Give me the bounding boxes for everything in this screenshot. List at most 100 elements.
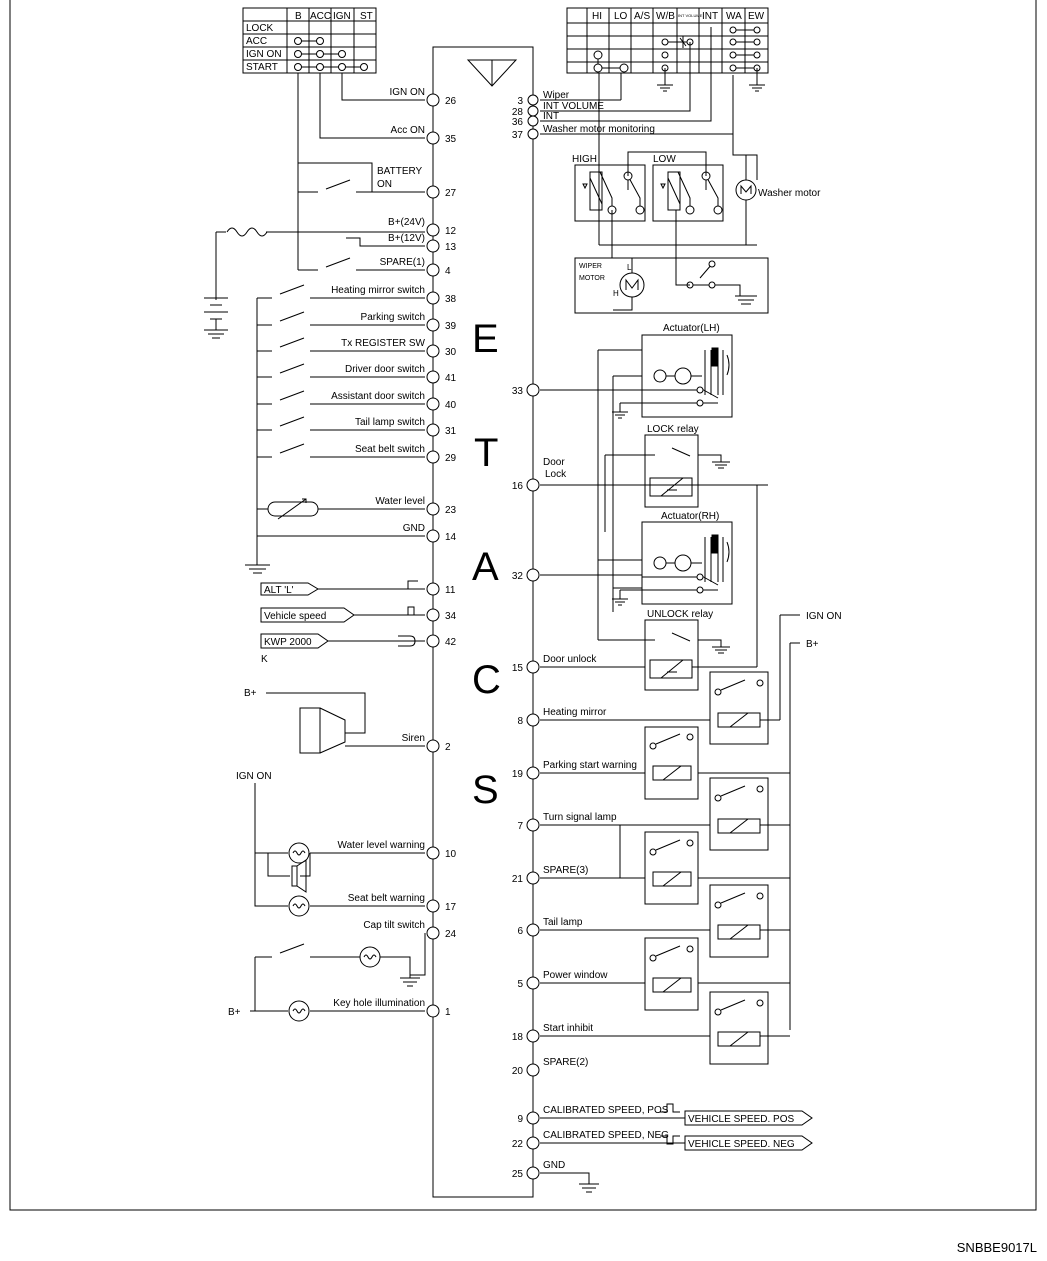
pin-13-label: B+(12V)	[388, 233, 425, 244]
pin-14-number: 14	[445, 532, 457, 543]
pin-37-terminal	[527, 128, 539, 140]
pin-8-label: Heating mirror	[543, 707, 607, 718]
pin-25-number: 25	[512, 1169, 524, 1180]
unlock-relay-label: UNLOCK relay	[647, 609, 713, 620]
pin-11-number: 11	[445, 585, 456, 596]
pin-2-terminal	[426, 739, 440, 753]
pin-26-label: IGN ON	[389, 87, 425, 98]
pin-21-terminal	[526, 871, 540, 885]
pin-10-label: Water level warning	[338, 840, 425, 851]
pin-26-terminal	[426, 93, 440, 107]
wiper-motor-l-label: L	[627, 263, 632, 272]
reference-code: SNBBE9017L	[956, 1240, 1037, 1255]
wiper-header-hi: HI	[592, 11, 602, 22]
wiper-motor-label-1: WIPER	[579, 263, 602, 270]
pin-36-terminal	[527, 115, 539, 127]
pin-38-number: 38	[445, 294, 457, 305]
pin-22-number: 22	[512, 1139, 524, 1150]
pin-37-label: Washer motor monitoring	[543, 124, 655, 135]
etacs-letter-c: C	[472, 658, 501, 702]
pin-15-terminal	[526, 660, 540, 674]
pin-38-terminal	[426, 291, 440, 305]
low-relay-label: LOW	[653, 154, 676, 165]
relay-ign-on-label: IGN ON	[806, 611, 842, 622]
bplus-siren-label: B+	[244, 688, 257, 699]
pin-37-number: 37	[512, 130, 524, 141]
pin-13-terminal	[426, 239, 440, 253]
pin-34-terminal	[426, 608, 440, 622]
wiper-header-wa: WA	[726, 11, 742, 22]
wiper-motor-label-2: MOTOR	[579, 275, 605, 282]
wiper-header-lo: LO	[614, 11, 628, 22]
washer-motor-label: Washer motor	[758, 188, 821, 199]
pin-20-number: 20	[512, 1066, 524, 1077]
pin-23-number: 23	[445, 505, 457, 516]
pin-24-number: 24	[445, 929, 457, 940]
etacs-letter-a: A	[472, 545, 499, 589]
pin-31-label: Tail lamp switch	[355, 417, 425, 428]
pin-16-terminal	[526, 478, 540, 492]
pin-21-number: 21	[512, 874, 524, 885]
pin-35-terminal	[426, 131, 440, 145]
pin-5-terminal	[526, 976, 540, 990]
pin-19-terminal	[526, 766, 540, 780]
pin-40-number: 40	[445, 400, 457, 411]
etacs-module	[432, 46, 534, 1198]
pin-17-label: Seat belt warning	[348, 893, 425, 904]
pin-9-number: 9	[517, 1114, 523, 1125]
pin-20-terminal	[526, 1063, 540, 1077]
right-wiring	[540, 27, 813, 1193]
pin-4-terminal	[426, 263, 440, 277]
pin-29-label: Seat belt switch	[355, 444, 425, 455]
pin-8-number: 8	[517, 716, 523, 727]
pin-19-label: Parking start warning	[543, 760, 637, 771]
pin-7-terminal	[526, 818, 540, 832]
pin-2-label: Siren	[402, 733, 425, 744]
pin-5-label: Power window	[543, 970, 608, 981]
pin-31-terminal	[426, 423, 440, 437]
pin-3-label: Wiper	[543, 90, 570, 101]
pin-13-number: 13	[445, 242, 457, 253]
lock-relay-label: LOCK relay	[647, 424, 699, 435]
pin-17-terminal	[426, 899, 440, 913]
pin-20-label: SPARE(2)	[543, 1057, 588, 1068]
page-frame	[9, 0, 1037, 1211]
input-kwp-2000: KWP 2000	[264, 637, 312, 648]
pin-6-label: Tail lamp	[543, 917, 583, 928]
pin-3-terminal	[527, 94, 539, 106]
pin-32-number: 32	[512, 571, 524, 582]
key-switch-row-start: START	[246, 62, 278, 73]
pin-41-number: 41	[445, 373, 457, 384]
pin-14-label: GND	[403, 523, 425, 534]
key-switch-row-acc: ACC	[246, 36, 267, 47]
pin-27-label-2: ON	[377, 179, 392, 190]
pin-39-label: Parking switch	[361, 312, 425, 323]
pin-40-terminal	[426, 397, 440, 411]
pin-12-label: B+(24V)	[388, 217, 425, 228]
actuator-lh-label: Actuator(LH)	[663, 323, 720, 334]
pin-19-number: 19	[512, 769, 524, 780]
key-switch-header-acc: ACC	[310, 11, 331, 22]
pin-40-label: Assistant door switch	[331, 391, 425, 402]
pin-18-number: 18	[512, 1032, 524, 1043]
pin-4-number: 4	[445, 266, 451, 277]
pin-24-terminal	[426, 926, 440, 940]
wiper-header-ew: EW	[748, 11, 765, 22]
wiper-header-int-volume: INT VOLUME	[678, 13, 703, 18]
left-wiring	[204, 73, 426, 1022]
wiper-header-int: INT	[702, 11, 718, 22]
pin-28-label: INT VOLUME	[543, 101, 604, 112]
pin-18-terminal	[526, 1029, 540, 1043]
actuator-rh-label: Actuator(RH)	[661, 511, 719, 522]
pin-15-number: 15	[512, 663, 524, 674]
high-relay-label: HIGH	[572, 154, 597, 165]
pin-29-terminal	[426, 450, 440, 464]
output-relays	[540, 671, 790, 1065]
output-vehicle-speed-pos: VEHICLE SPEED. POS	[688, 1114, 794, 1125]
pin-5-number: 5	[517, 979, 523, 990]
pin-34-number: 34	[445, 611, 457, 622]
k-line-label: K	[261, 654, 268, 665]
pin-3-number: 3	[517, 96, 523, 107]
pin-27-terminal	[426, 185, 440, 199]
